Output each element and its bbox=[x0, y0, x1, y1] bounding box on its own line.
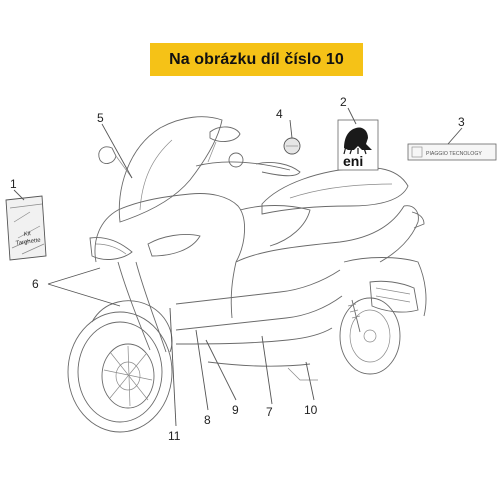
eni-text: eni bbox=[343, 153, 363, 169]
round-emblem-icon bbox=[283, 137, 301, 155]
callout-8: 8 bbox=[204, 413, 211, 427]
callout-7: 7 bbox=[266, 405, 273, 419]
scooter-drawing bbox=[67, 116, 427, 433]
kit-bag-icon: Kit Targhette bbox=[5, 195, 47, 261]
leader-lines bbox=[13, 107, 463, 427]
kit-label-line2: Targhette bbox=[15, 237, 41, 247]
callout-9: 9 bbox=[232, 403, 239, 417]
callout-labels: 1 2 3 4 5 6 7 8 9 10 11 bbox=[10, 95, 465, 443]
callout-4: 4 bbox=[276, 107, 283, 121]
callout-10: 10 bbox=[304, 403, 318, 417]
callout-3: 3 bbox=[458, 115, 465, 129]
brand-badge-icon: PIAGGIO TECNOLOGY bbox=[407, 143, 497, 161]
callout-6: 6 bbox=[32, 277, 39, 291]
callout-5: 5 bbox=[97, 111, 104, 125]
callout-11: 11 bbox=[168, 429, 181, 443]
kit-label-line1: Kit bbox=[23, 231, 31, 238]
callout-1: 1 bbox=[10, 177, 17, 191]
banner-text: Na obrázku díl číslo 10 bbox=[169, 50, 344, 68]
callout-2: 2 bbox=[340, 95, 347, 109]
badge-text: PIAGGIO TECNOLOGY bbox=[426, 151, 482, 157]
part-number-banner: Na obrázku díl číslo 10 bbox=[150, 43, 363, 76]
eni-logo: eni bbox=[337, 119, 379, 171]
